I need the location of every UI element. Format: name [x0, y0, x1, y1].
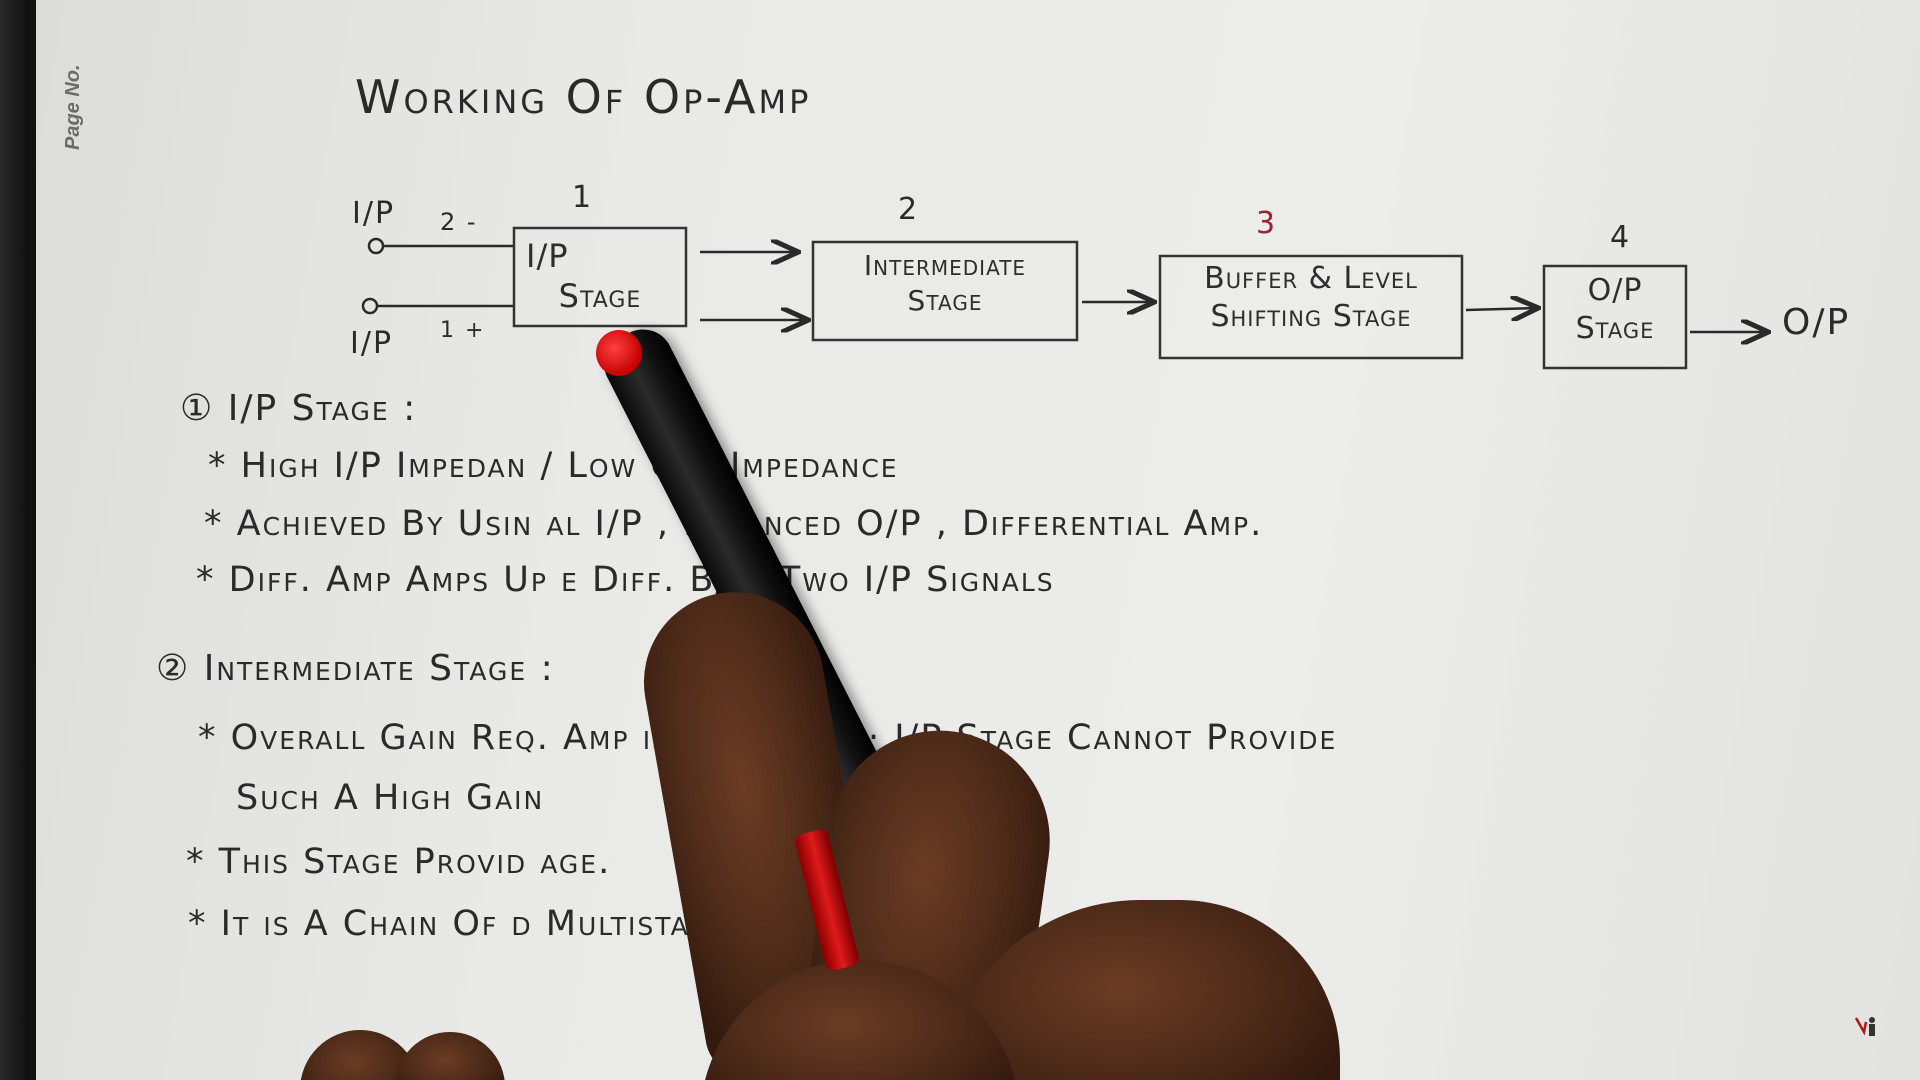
block-4-line1: O/P — [1587, 273, 1643, 308]
block-2-number: 2 — [898, 192, 918, 227]
input-bottom-label: I/P — [350, 326, 394, 361]
arrow-3-4 — [1465, 308, 1536, 310]
input-top-sign: 2 - — [440, 208, 478, 236]
section-1-bullet-3: * Diff. Amp Amps Up e Diff. B/W Two I/P … — [196, 560, 1055, 600]
section-1-heading: ① I/P Stage : — [180, 388, 418, 429]
block-2-line1: Intermediate — [863, 249, 1027, 282]
block-1-line1: I/P — [526, 237, 569, 275]
section-2-bullet-1-cont: Such A High Gain — [236, 778, 545, 818]
block-3-number: 3 — [1256, 206, 1276, 241]
block-4-line2: Stage — [1575, 310, 1655, 346]
block-3-line2: Shifting Stage — [1210, 298, 1412, 334]
page-title: Working Of Op-Amp — [355, 70, 812, 124]
block-1-line2: Stage — [558, 277, 642, 315]
pen-cap-tip — [596, 330, 642, 376]
section-1-bullet-1: * High I/P Impedan / Low O/P Impedance — [208, 446, 899, 486]
block-4-label: O/P Stage — [1544, 272, 1686, 347]
output-label: O/P — [1782, 302, 1851, 343]
notebook-edge — [0, 0, 40, 1080]
block-2-label: Intermediate Stage — [813, 248, 1077, 318]
block-4-box — [1542, 264, 1688, 370]
section-2-heading: ② Intermediate Stage : — [156, 648, 555, 689]
channel-logo-icon — [1854, 1017, 1875, 1036]
input-terminal-top — [367, 237, 385, 255]
block-4-number: 4 — [1610, 220, 1630, 255]
block-1-box — [512, 226, 688, 328]
block-3-label: Buffer & Level Shifting Stage — [1160, 260, 1462, 335]
section-2-bullet-2: * This Stage Provid age. — [186, 842, 612, 882]
block-1-label: I/P Stage — [514, 236, 686, 316]
input-terminal-bottom — [361, 297, 379, 315]
block-3-line1: Buffer & Level — [1204, 261, 1418, 296]
block-2-line2: Stage — [907, 284, 983, 317]
block-3-box — [1158, 254, 1464, 360]
input-bottom-sign: 1 + — [440, 318, 486, 343]
block-2-box — [811, 240, 1079, 342]
input-top-label: I/P — [352, 196, 396, 231]
block-1-number: 1 — [572, 180, 592, 215]
